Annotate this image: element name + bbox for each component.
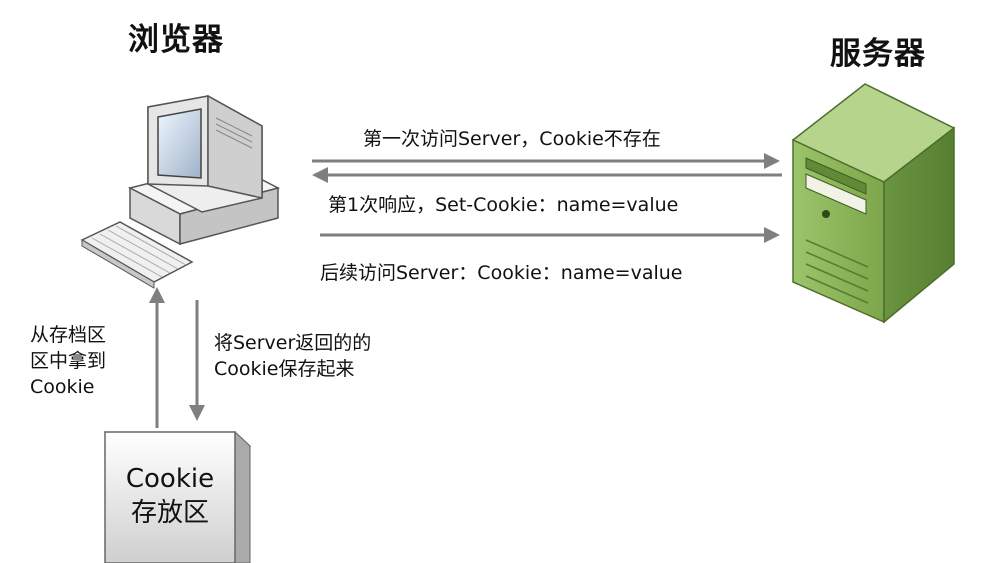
later-request-label: 后续访问Server：Cookie：name=value [320, 262, 683, 284]
cookie-store-line2: 存放区 [130, 498, 209, 528]
save-label-line: Cookie保存起来 [214, 358, 355, 380]
arrow-save-to-store [189, 300, 205, 421]
save-to-store-label: 将Server返回的的 Cookie保存起来 [214, 330, 371, 382]
fetch-label-line: 从存档区 [30, 324, 107, 346]
fetch-label-line: 区中拿到 [30, 350, 107, 372]
arrow-first-response [312, 167, 782, 183]
arrow-first-request [312, 153, 780, 169]
first-request-label: 第一次访问Server，Cookie不存在 [363, 128, 661, 150]
save-label-line: 将Server返回的的 [214, 332, 372, 354]
cookie-store-line1: Cookie [125, 464, 215, 494]
fetch-label-line: Cookie [30, 376, 95, 398]
server-icon [791, 83, 956, 324]
arrow-fetch-from-store [149, 287, 165, 428]
first-response-label: 第1次响应，Set-Cookie：name=value [328, 194, 679, 216]
fetch-from-store-label: 从存档区 区中拿到 Cookie [30, 322, 106, 400]
browser-title: 浏览器 [128, 22, 224, 58]
server-title: 服务器 [830, 36, 926, 72]
arrow-later-request [320, 227, 780, 243]
cookie-store-label: Cookie 存放区 [110, 462, 230, 530]
computer-icon [80, 94, 281, 289]
cookie-store-box [103, 430, 252, 563]
